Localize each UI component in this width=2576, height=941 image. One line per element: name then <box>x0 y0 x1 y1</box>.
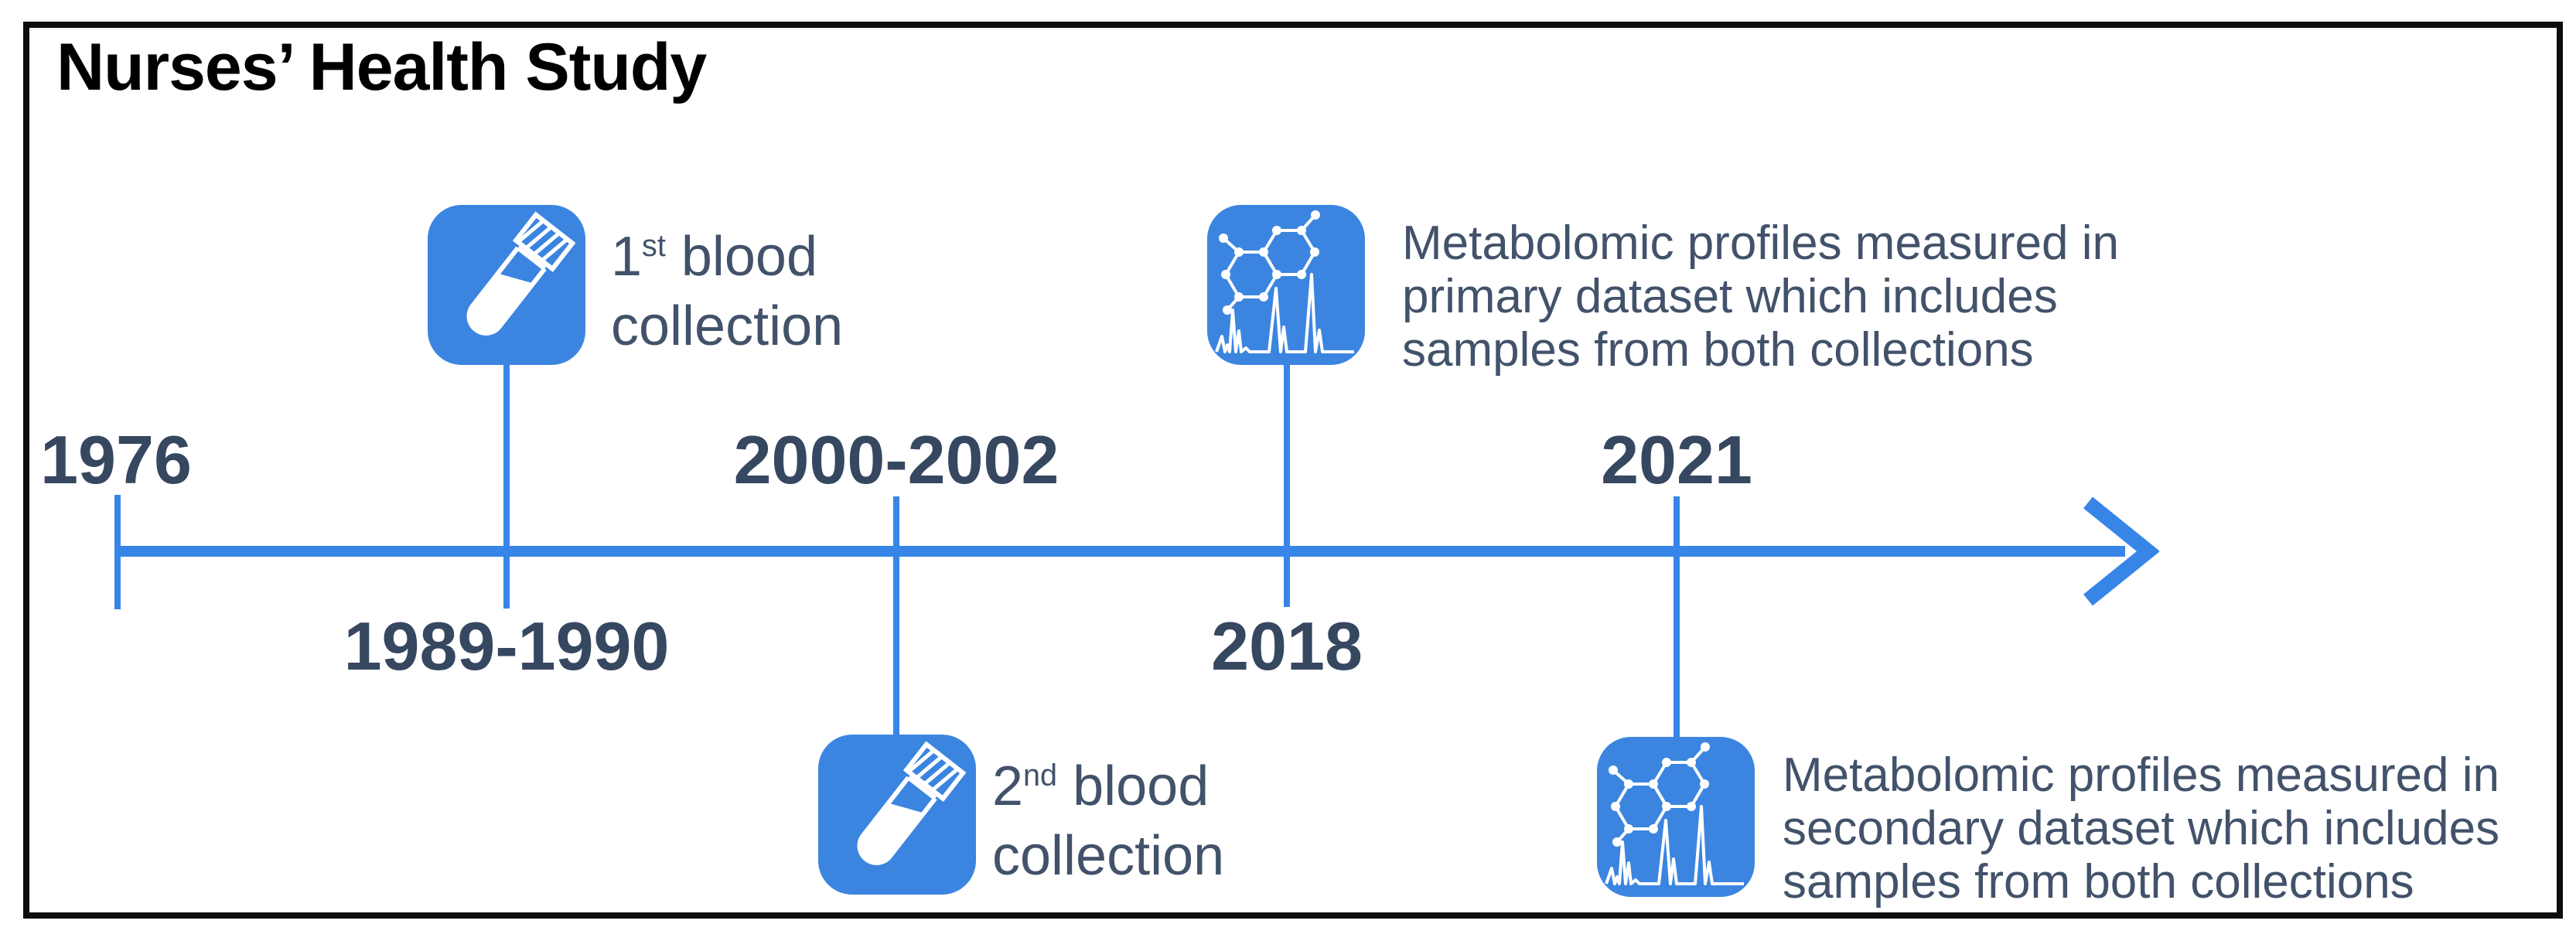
connector-1989-1990 <box>503 352 510 609</box>
caption-line: 1st blood <box>611 226 818 288</box>
caption-metabolomic-secondary: Metabolomic profiles measured in seconda… <box>1783 748 2499 909</box>
connector-2021 <box>1674 496 1680 738</box>
caption-line: collection <box>611 295 844 357</box>
event-label-1976: 1976 <box>40 421 192 498</box>
caption-line: samples from both collections <box>1783 855 2414 909</box>
caption-line: 2nd blood <box>992 755 1210 817</box>
event-label-2021: 2021 <box>1601 421 1752 498</box>
caption-metabolomic-primary: Metabolomic profiles measured in primary… <box>1402 216 2119 377</box>
right-arrow-icon <box>2083 496 2159 606</box>
test-tube-icon <box>428 205 585 365</box>
molecule-chromatogram-icon <box>1207 205 1365 365</box>
event-label-2018: 2018 <box>1211 608 1363 684</box>
page-title: Nurses’ Health Study <box>56 30 707 104</box>
connector-2000-2002 <box>893 496 899 736</box>
caption-line: Metabolomic profiles measured in <box>1402 216 2119 270</box>
connector-2018 <box>1284 352 1290 607</box>
caption-first-blood-collection: 1st blood collection <box>611 222 843 361</box>
caption-line: collection <box>992 825 1225 887</box>
event-label-1989-1990: 1989-1990 <box>343 608 670 684</box>
test-tube-icon <box>818 735 976 895</box>
molecule-chromatogram-icon <box>1597 737 1755 897</box>
caption-line: samples from both collections <box>1402 323 2034 377</box>
timeline-line <box>118 546 2125 557</box>
caption-second-blood-collection: 2nd blood collection <box>992 752 1224 891</box>
caption-line: primary dataset which includes <box>1402 270 2058 323</box>
caption-line: secondary dataset which includes <box>1783 802 2500 855</box>
diagram-frame <box>23 22 2563 919</box>
caption-line: Metabolomic profiles measured in <box>1783 748 2499 802</box>
event-label-2000-2002: 2000-2002 <box>733 421 1059 498</box>
